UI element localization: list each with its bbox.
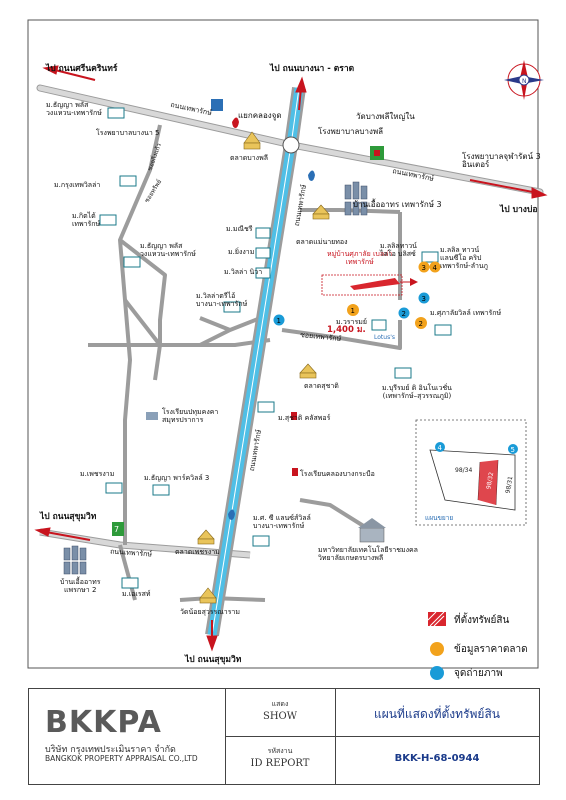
market-point-3: [418, 261, 430, 273]
photo-points: 1 2 3: [273, 292, 430, 326]
map-frame: [27, 19, 539, 669]
svg-text:1: 1: [277, 317, 281, 325]
label-m-suchart-city: ม.สุชาติ คลัสพอร์: [278, 414, 331, 422]
road-label-bangna-trad: ไป ถนนบางนา - ตราด: [270, 64, 355, 74]
svg-text:2: 2: [419, 320, 423, 328]
svg-text:4: 4: [433, 264, 438, 272]
label-talat-suchart: ตลาดสุชาติ: [304, 382, 339, 390]
label-m-wasana: ม.วิลล่าตรีไอ้ บางนา-เทพารักษ์: [196, 292, 248, 308]
photo-point-5: [508, 444, 518, 454]
parcel-label-1: 98/34: [455, 467, 472, 474]
direction-arrows: [34, 65, 548, 652]
label-m-eurasia: ม.เอเรสท์: [122, 590, 151, 598]
label-rp-bang-phli: โรงพยาบาลบางพลี: [318, 127, 384, 136]
poi-symbols: 7: [112, 99, 386, 543]
id-label-th: รหัสงาน: [267, 747, 293, 755]
label-m-phet-ngam: ม.เพชรงาม: [80, 470, 115, 478]
property-site: [321, 274, 418, 296]
parcel-label-3: 98/31: [504, 476, 514, 494]
label-school-bang-krabue: โรงเรียนคลองบางกระบือ: [300, 470, 375, 478]
label-m-krungthep-villa: ม.กรุงเทพวิลล่า: [54, 181, 101, 189]
footer-logo-cell: BKKPA บริษัท กรุงเทพประเมินราคา จำกัด BA…: [29, 689, 226, 784]
label-m-thanya-vongwaen: ม.ธัญญา พลัส วงแหวน-เทพารักษ์: [46, 101, 102, 117]
road-label-sukhumvit-west: ไป ถนนสุขุมวิท: [40, 512, 97, 522]
legend-market-swatch: [430, 642, 444, 656]
report-footer: BKKPA บริษัท กรุงเทพประเมินราคา จำกัด BA…: [28, 688, 540, 785]
label-m-manicharee: ม.มณีชรี: [226, 225, 253, 233]
legend-market: ข้อมูลราคาตลาด: [454, 644, 528, 655]
svg-text:2: 2: [402, 310, 406, 318]
expressway-bangna-trad: [205, 87, 306, 637]
svg-text:1: 1: [351, 307, 355, 315]
detail-caption: แผนขยาย: [425, 514, 453, 522]
label-wat-bang-phli: วัดบางพลีใหญ่ใน: [356, 112, 415, 121]
legend-photo-swatch: [430, 666, 444, 680]
label-target-village: หมู่บ้านศุภาลัย เบลล่า เทพารักษ์: [327, 250, 393, 266]
label-rp-bangna5: โรงพยาบาลบางนา 5: [96, 129, 160, 137]
label-m-lalin-town2: ม.ลลิล ทาวน์ แลนซีโอ คริป เทพารักษ์-ลำนก…: [440, 246, 488, 270]
label-lotus: Lotus's: [374, 334, 395, 341]
label-m-wararom: ม.วรารมย์: [336, 318, 367, 326]
photo-point-2: [398, 307, 410, 319]
label-m-pc-siriville: ม.ศ. ซี แลนซ์ส์วิลล์ บางนา-เทพารักษ์: [253, 514, 311, 530]
company-name-en: BANGKOK PROPERTY APPRAISAL CO.,LTD: [45, 754, 198, 763]
label-m-thanya-plus2: ม.ธัญญา พลัส วงแหวน-เทพารักษ์: [140, 242, 196, 258]
legend-photo: จุดถ่ายภาพ: [454, 668, 503, 679]
market-point-4: [429, 261, 441, 273]
photo-point-3: [418, 292, 430, 304]
company-name-th: บริษัท กรุงเทพประเมินราคา จำกัด: [45, 745, 176, 755]
photo-point-1: [273, 314, 285, 326]
label-talat-bang-phli: ตลาดบางพลี: [230, 154, 269, 162]
svg-text:7: 7: [114, 525, 119, 534]
house-icons: [99, 107, 452, 589]
photo-point-4: [435, 442, 445, 452]
label-rp-chularat: โรงพยาบาลจุฬารัตน์ 3 อินเตอร์: [462, 152, 541, 169]
legend-property: ที่ตั้งทรัพย์สิน: [454, 615, 510, 626]
label-university: มหาวิทยาลัยเทคโนโลยีราชมงคล วิทยาลัยเกษต…: [318, 546, 418, 562]
label-m-villa-nuwa: ม.วิลล่า นิวา: [224, 268, 263, 276]
show-value: แผนที่แสดงที่ตั้งทรัพย์สิน: [374, 707, 500, 721]
svg-text:N: N: [522, 78, 527, 85]
show-label-th: แสดง: [271, 700, 289, 708]
parcel-label-2: 98/32: [485, 471, 495, 489]
label-yaek-khlong-chut: แยกคลองจูด: [238, 111, 282, 120]
label-m-ying-ngam: ม.ยิ่งงาม: [228, 248, 255, 256]
company-logo: BKKPA: [45, 705, 162, 740]
secondary-roads: [88, 124, 402, 602]
distance-label: 1,400 ม.: [327, 325, 366, 335]
label-m-supalai-ville: ม.ศุภาลัยวิลล์ เทพารักษ์: [430, 309, 502, 317]
label-wat-suwannaram: วัดน้อยสุวรรณาราม: [180, 608, 241, 616]
label-talat-phet-ngam: ตลาดเพชรงาม: [175, 548, 220, 556]
market-point-1: [347, 304, 359, 316]
legend-symbols: [427, 611, 446, 680]
temple-market-icons: [197, 131, 330, 604]
road-label-sukhumvit-south: ไป ถนนสุขุมวิท: [185, 655, 242, 665]
junction-circle: [282, 136, 300, 154]
detail-inset: 98/34 98/32 98/31 4 5 แผนขยาย: [415, 419, 527, 526]
svg-text:4: 4: [438, 444, 443, 452]
north-compass-icon: N: [504, 60, 544, 100]
road-label-bang-bo: ไป บางบ่อ: [500, 205, 538, 215]
building-icons: [63, 181, 368, 575]
svg-text:3: 3: [422, 264, 426, 272]
footer-row-divider: [225, 736, 539, 737]
road-label-srinakarin: ไป ถนนศรีนครินทร์: [46, 64, 118, 74]
id-label-en: ID REPORT: [250, 758, 310, 769]
market-points: 1 2 3 4: [347, 261, 441, 329]
svg-text:3: 3: [422, 295, 426, 303]
show-label-en: SHOW: [262, 711, 298, 722]
label-ban-ua-thorn-phraksa: บ้านเอื้ออาทร แพรกษา 2: [60, 578, 101, 594]
label-school-pathum: โรงเรียนปทุมคงคา สมุทรปราการ: [162, 408, 219, 424]
label-m-pruksa: ม.บุรีรมย์ ดิ อินโนเวชั่น (เทพารักษ์–สุว…: [382, 384, 452, 400]
label-m-lalin-town: ม.ลลิลทาวน์ ไลโอ บลิสซ์: [380, 242, 417, 258]
svg-text:5: 5: [511, 446, 515, 454]
label-talat-mae-nai-thong: ตลาดแม่นายทอง: [296, 238, 348, 246]
label-m-kittai: ม.กิตไต้ เทพารักษ์: [72, 212, 101, 228]
market-point-2: [415, 317, 427, 329]
label-ban-ua-athorn-3: บ้านเอื้ออาทร เทพารักษ์ 3: [353, 200, 442, 209]
id-report-value: BKK-H-68-0944: [394, 753, 480, 764]
label-m-thanya-park3: ม.ธัญญา พาร์ควิลล์ 3: [144, 474, 210, 482]
